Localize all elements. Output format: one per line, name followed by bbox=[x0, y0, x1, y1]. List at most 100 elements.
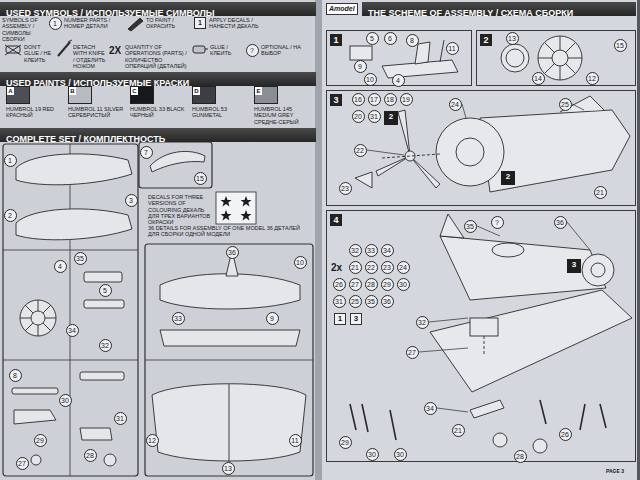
assembly-drawing bbox=[355, 172, 372, 188]
callout-number: 10 bbox=[364, 73, 377, 86]
callout-number: 24 bbox=[397, 261, 410, 274]
callout-number: 36 bbox=[226, 246, 239, 259]
symbol-icon bbox=[5, 45, 21, 55]
callout-number: 21 bbox=[349, 261, 362, 274]
kit-part bbox=[20, 300, 56, 336]
node-text: 4 bbox=[330, 214, 342, 226]
callout-number: 30 bbox=[366, 448, 379, 461]
section-band: THE SCHEME OF ASSEMBLY / СХЕМА СБОРКИ bbox=[362, 2, 636, 16]
assembly-drawing bbox=[430, 290, 632, 392]
callout-number: 19 bbox=[400, 93, 413, 106]
assembly-drawing bbox=[484, 336, 485, 356]
callout-number: 35 bbox=[74, 252, 87, 265]
callout-number: 3 bbox=[125, 194, 138, 207]
sprue-frame bbox=[3, 142, 313, 476]
sprue-frame bbox=[139, 142, 212, 188]
callout-number: 31 bbox=[114, 412, 127, 425]
step-reference-box: 3 bbox=[350, 313, 362, 325]
symbol-note: TO PAINT / ОКРАСИТЬ bbox=[146, 17, 186, 30]
callout-number: 5 bbox=[366, 32, 379, 45]
paint-legend-item: HUMBROL 19 RED КРАСНЫЙ bbox=[6, 86, 62, 119]
symbol-note: QUANTITY OF OPERATIONS (PARTS) / КОЛИЧЕС… bbox=[125, 44, 191, 69]
callout-number: 32 bbox=[349, 244, 362, 257]
symbol-note: DETACH WITH KNIFE / ОТДЕЛИТЬ НОЖОМ bbox=[73, 44, 106, 69]
callout-number: 15 bbox=[614, 39, 627, 52]
callout-number: 27 bbox=[349, 278, 362, 291]
callout-number: 13 bbox=[222, 462, 235, 475]
paper bbox=[315, 0, 322, 480]
callout-number: 12 bbox=[146, 434, 159, 447]
brand-logo: Amodel bbox=[326, 3, 358, 15]
callout-number: ? bbox=[246, 44, 259, 57]
kit-part bbox=[150, 151, 205, 172]
paper bbox=[0, 0, 318, 480]
paint-letter: B bbox=[69, 87, 76, 95]
leader-line bbox=[367, 104, 590, 412]
assembly-drawing bbox=[533, 439, 547, 453]
paint-name: HUMBROL 11 SILVER СЕРЕБРИСТЫЙ bbox=[68, 106, 124, 119]
kit-part bbox=[31, 311, 45, 325]
sprue-frame bbox=[3, 144, 138, 476]
callout-number: 7 bbox=[140, 146, 153, 159]
assembly-drawing bbox=[540, 400, 606, 430]
assembly-drawing bbox=[436, 118, 504, 186]
assembly-drawing bbox=[470, 318, 498, 336]
callout-number: 9 bbox=[266, 312, 279, 325]
node-text: 2 bbox=[501, 171, 515, 183]
assembly-drawing bbox=[440, 236, 606, 300]
assembly-drawing bbox=[591, 263, 605, 277]
callout-number: 32 bbox=[416, 316, 429, 329]
paper bbox=[320, 0, 638, 480]
paint-legend-item: HUMBROL 33 BLACK ЧЕРНЫЙ bbox=[130, 86, 186, 119]
decal-sheet bbox=[241, 210, 252, 221]
callout-number: 31 bbox=[368, 110, 381, 123]
kit-part bbox=[80, 372, 124, 380]
callout-number: 16 bbox=[352, 93, 365, 106]
callout-number: 11 bbox=[446, 42, 459, 55]
callout-number: 2 bbox=[4, 209, 17, 222]
assembly-drawing bbox=[376, 156, 410, 176]
kit-part bbox=[16, 209, 132, 240]
callout-number: 25 bbox=[349, 295, 362, 308]
callout-number: 21 bbox=[452, 424, 465, 437]
quantity-mark: 2X bbox=[109, 45, 121, 56]
paper bbox=[637, 0, 640, 480]
symbol-icon bbox=[205, 49, 208, 50]
step-reference-box: 1 bbox=[334, 313, 346, 325]
leader-line bbox=[567, 222, 590, 250]
callout-number: 36 bbox=[381, 295, 394, 308]
leader-line bbox=[367, 150, 404, 155]
callout-number: 9 bbox=[354, 60, 367, 73]
node-text: 3 bbox=[567, 259, 581, 271]
callout-number: 30 bbox=[397, 278, 410, 291]
assembly-drawing bbox=[456, 138, 484, 166]
assembly-drawing bbox=[538, 36, 582, 80]
step-panel: 322 bbox=[326, 90, 636, 206]
callout-number: 14 bbox=[532, 72, 545, 85]
symbol-icon bbox=[193, 46, 205, 53]
symbol-icon bbox=[58, 42, 70, 56]
node-text: THE SCHEME OF ASSEMBLY / СХЕМА СБОРКИ bbox=[362, 7, 579, 19]
callout-number: 30 bbox=[394, 448, 407, 461]
symbol-note: DECALS FOR THREE VERSIONS OF COLOURING Д… bbox=[148, 194, 212, 226]
kit-part bbox=[104, 454, 116, 466]
callout-number: 35 bbox=[365, 295, 378, 308]
quantity-mark: 2x bbox=[331, 262, 342, 273]
decal-sheet bbox=[241, 196, 252, 207]
callout-number: 6 bbox=[384, 32, 397, 45]
kit-part bbox=[31, 455, 41, 465]
leader-line bbox=[572, 104, 584, 110]
callout-number: 8 bbox=[406, 34, 419, 47]
callout-number: 33 bbox=[365, 244, 378, 257]
kit-part bbox=[160, 330, 300, 346]
subassembly-box: 3 bbox=[567, 259, 581, 273]
paint-name: HUMBROL 33 BLACK ЧЕРНЫЙ bbox=[130, 106, 186, 119]
leader-line bbox=[462, 104, 466, 118]
paint-legend-item: HUMBROL 11 SILVER СЕРЕБРИСТЫЙ bbox=[68, 86, 124, 119]
assembly-drawing bbox=[492, 243, 524, 257]
symbol-note: DON'T GLUE / НЕ КЛЕИТЬ bbox=[24, 44, 56, 63]
callout-number: 28 bbox=[84, 449, 97, 462]
callout-number: 35 bbox=[464, 220, 477, 233]
callout-number: 28 bbox=[365, 278, 378, 291]
